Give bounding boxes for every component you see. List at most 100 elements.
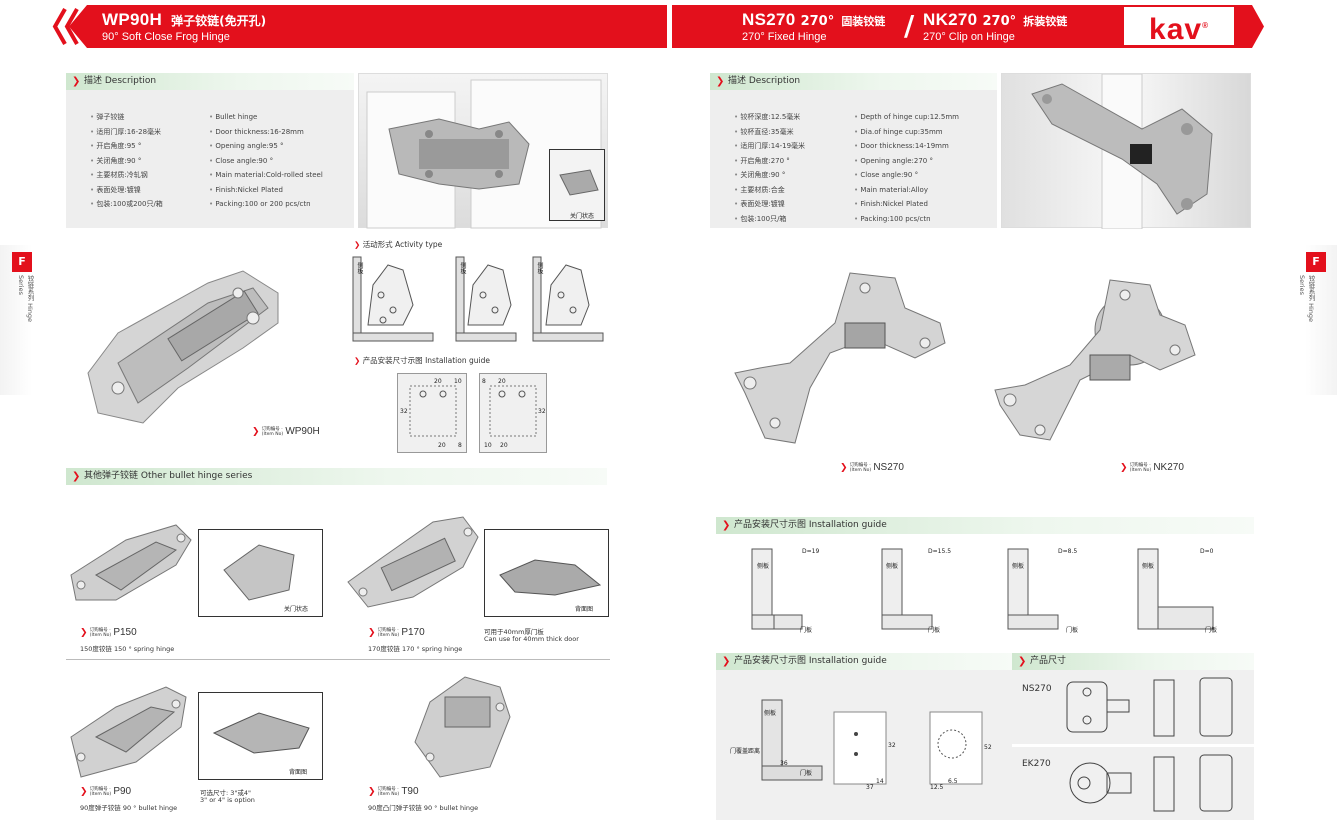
description-box-left: 弹子铰链适用门厚:16-28毫米开启角度:95 °关闭角度:90 °主要材质:冷… bbox=[66, 90, 354, 228]
ns270-size-panel: NS270 bbox=[1012, 670, 1254, 744]
ek270-size-label: EK270 bbox=[1022, 759, 1051, 769]
dim-12-5: 12.5 bbox=[930, 784, 944, 791]
dim-b-1: 10 bbox=[454, 378, 462, 385]
header-subtitle-left: 90° Soft Close Frog Hinge bbox=[102, 31, 230, 43]
closed-state-caption: 关门状态 bbox=[570, 213, 595, 220]
activity-type-title: ❯ 活动形式 Activity type bbox=[354, 240, 443, 249]
p90-note-en: 3" or 4" is option bbox=[200, 796, 255, 804]
item-label-p90: ❯ 订购编号 ·(Item No) P90 bbox=[80, 786, 132, 797]
header-title-left: WP90H 弹子铰链(免开孔) bbox=[102, 10, 267, 29]
chevron-logo-icon bbox=[47, 5, 87, 48]
desc-list-cn-left: 弹子铰链适用门厚:16-28毫米开启角度:95 °关闭角度:90 °主要材质:冷… bbox=[90, 110, 162, 212]
activity-side-panel-label-3: 侧板 bbox=[536, 262, 543, 274]
p90-hinge-illustration bbox=[70, 686, 187, 778]
p170-back-inset: 背面图 bbox=[484, 529, 609, 617]
p90-back-inset: 背面图 bbox=[198, 692, 323, 780]
dim-52: 52 bbox=[984, 744, 992, 751]
desc-list-en-left: Bullet hingeDoor thickness:16-28mmOpenin… bbox=[209, 110, 322, 212]
section-install-guide-right: ❯产品安装尺寸示图 Installation guide bbox=[716, 517, 1254, 534]
install-diagram-left-2: 8 20 32 10 20 bbox=[479, 373, 547, 453]
dim-d-1: 20 bbox=[438, 442, 446, 449]
header-banner-left: WP90H 弹子铰链(免开孔) 90° Soft Close Frog Hing… bbox=[47, 5, 667, 48]
t90-sub: 90度凸门弹子铰链 90 ° bullet hinge bbox=[368, 804, 479, 812]
install-diagram-left-1: 20 10 32 20 8 bbox=[397, 373, 467, 453]
photo-installed-270-hinge bbox=[1001, 73, 1251, 230]
item-label-wp90h: ❯ 订购编号 ·(Item No) WP90H bbox=[252, 426, 320, 437]
divider-line bbox=[66, 659, 610, 660]
dim-a-1: 20 bbox=[434, 378, 442, 385]
activity-side-panel-label-1: 侧板 bbox=[356, 262, 363, 274]
installed-270-hinge-illustration bbox=[1031, 73, 1213, 230]
d-value-1: D=19 bbox=[802, 548, 820, 555]
header-subtitle-right-2: 270° Clip on Hinge bbox=[923, 31, 1015, 43]
item-label-nk270: ❯ 订购编号 ·(Item No) NK270 bbox=[1120, 462, 1184, 473]
dim-14: 14 bbox=[876, 778, 884, 785]
dim-e-2: 32 bbox=[538, 408, 546, 415]
section-description-left: ❯描述 Description bbox=[66, 73, 354, 90]
p90-caption: 背面图 bbox=[289, 769, 308, 776]
description-box-right: 铰杯深度:12.5毫米铰杯直径:35毫米适用门厚:14-19毫米开启角度:270… bbox=[710, 90, 997, 228]
door-panel-d1: 门板 bbox=[800, 627, 813, 634]
activity-diagrams bbox=[352, 256, 604, 342]
d-value-3: D=8.5 bbox=[1058, 548, 1078, 555]
p170-caption: 背面图 bbox=[575, 606, 594, 613]
p90-sub: 90度弹子铰链 90 ° bullet hinge bbox=[80, 804, 178, 812]
wp90h-hinge-illustration bbox=[87, 270, 279, 424]
item-label-p170: ❯ 订购编号 ·(Item No) P170 bbox=[368, 627, 425, 638]
ns270-size-label: NS270 bbox=[1022, 684, 1052, 694]
door-panel-d4: 门板 bbox=[1205, 627, 1218, 634]
p150-hinge-illustration bbox=[70, 524, 192, 601]
header-title-right: NS270 270° 固装铰链 bbox=[742, 10, 886, 29]
section-other-hinges: ❯其他弹子铰链 Other bullet hinge series bbox=[66, 468, 607, 485]
activity-side-panel-label-2: 侧板 bbox=[459, 262, 466, 274]
banner-end-chevron-icon bbox=[1252, 5, 1274, 48]
p90-note-cn: 可选尺寸: 3"或4" bbox=[200, 789, 252, 797]
section-install-guide-right-2: ❯产品安装尺寸示图 Installation guide bbox=[716, 653, 1012, 670]
nk270-hinge-illustration bbox=[994, 279, 1196, 441]
p170-sub: 170度铰链 170 ° spring hinge bbox=[368, 645, 463, 653]
desc-list-cn-right: 铰杯深度:12.5毫米铰杯直径:35毫米适用门厚:14-19毫米开启角度:270… bbox=[734, 110, 805, 226]
dim-36-ig2: 36 bbox=[780, 760, 788, 767]
p170-note-cn: 可用于40mm厚门板 bbox=[484, 628, 544, 636]
side-panel-d2: 侧板 bbox=[886, 563, 899, 570]
install-guide-2-panel: 侧板 门覆盖距离 36 门板 32 37 14 52 6.5 12.5 bbox=[716, 670, 1012, 820]
p150-sub: 150度铰链 150 ° spring hinge bbox=[80, 645, 175, 653]
dim-c-1: 8 bbox=[458, 442, 462, 449]
dim-6-5: 6.5 bbox=[948, 778, 958, 785]
dim-d-2: 20 bbox=[500, 442, 508, 449]
section-description-right: ❯描述 Description bbox=[710, 73, 997, 90]
door-panel-ig2: 门板 bbox=[800, 770, 813, 777]
dim-a-2: 20 bbox=[498, 378, 506, 385]
cover-distance-label: 门覆盖距离 bbox=[730, 748, 761, 755]
dim-37: 37 bbox=[866, 784, 874, 791]
p150-caption: 关门状态 bbox=[284, 606, 309, 613]
header-subtitle-right-1: 270° Fixed Hinge bbox=[742, 31, 827, 43]
side-tab-left: F bbox=[12, 252, 32, 272]
item-label-ns270: ❯ 订购编号 ·(Item No) NS270 bbox=[840, 462, 904, 473]
side-panel-d1: 侧板 bbox=[757, 563, 770, 570]
dim-e-1: 32 bbox=[400, 408, 408, 415]
t90-hinge-illustration bbox=[414, 676, 511, 778]
door-panel-d2: 门板 bbox=[928, 627, 941, 634]
side-text-right: 铰链系列 Hinge Series bbox=[1298, 275, 1315, 323]
d-value-4: D=0 bbox=[1200, 548, 1214, 555]
side-panel-d3: 侧板 bbox=[1012, 563, 1025, 570]
header-banner-right: NS270 270° 固装铰链 / NK270 270° 拆装铰链 270° F… bbox=[672, 5, 1274, 48]
p150-closed-inset: 关门状态 bbox=[198, 529, 323, 617]
side-tab-right: F bbox=[1306, 252, 1326, 272]
dim-c-2: 8 bbox=[482, 378, 486, 385]
p170-hinge-illustration bbox=[347, 516, 479, 608]
side-panel-d4: 侧板 bbox=[1142, 563, 1155, 570]
dim-32: 32 bbox=[888, 742, 896, 749]
install-guide-title-left: ❯ 产品安装尺寸示图 Installation guide bbox=[354, 356, 490, 365]
item-label-t90: ❯ 订购编号 ·(Item No) T90 bbox=[368, 786, 419, 797]
brand-logo: kav® bbox=[1124, 7, 1234, 46]
dim-b-2: 10 bbox=[484, 442, 492, 449]
door-panel-d3: 门板 bbox=[1066, 627, 1079, 634]
desc-list-en-right: Depth of hinge cup:12.5mmDia.of hinge cu… bbox=[854, 110, 959, 226]
install-d-diagrams bbox=[751, 548, 1214, 630]
side-panel-ig2: 侧板 bbox=[764, 710, 777, 717]
header-slash: / bbox=[904, 9, 915, 42]
closed-state-inset: 关门状态 bbox=[549, 149, 605, 221]
ek270-size-panel: EK270 bbox=[1012, 747, 1254, 820]
